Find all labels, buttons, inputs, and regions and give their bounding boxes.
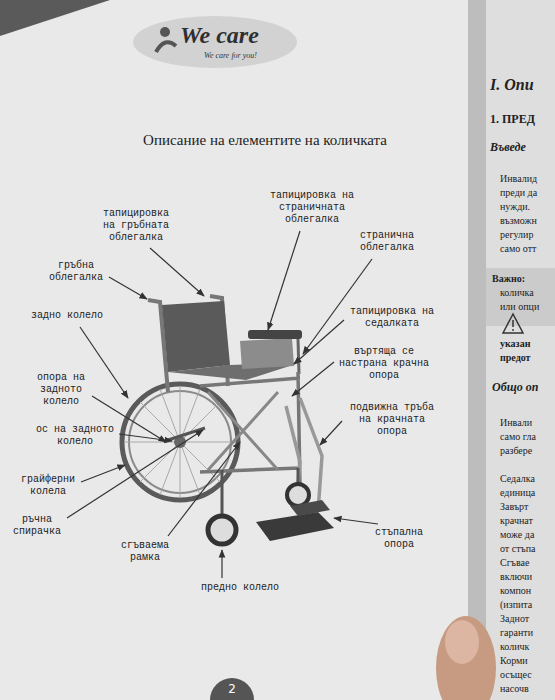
brand-slogan: We care for you! bbox=[204, 51, 257, 61]
leader-line bbox=[109, 277, 147, 299]
right-page bbox=[486, 0, 555, 700]
part-label: тапицировка на седалката bbox=[348, 306, 436, 330]
leader-line bbox=[294, 320, 344, 364]
footrest-tubes bbox=[286, 398, 322, 512]
armrest-post bbox=[298, 339, 299, 374]
leader-line bbox=[320, 421, 342, 445]
brand-logo-text: We care bbox=[180, 22, 259, 48]
note-band bbox=[486, 268, 555, 326]
facing-page-text: крачнат bbox=[500, 514, 533, 527]
part-label: сгъваема рамка bbox=[118, 540, 172, 564]
part-label: тапицировка на гръбната облегалка bbox=[100, 208, 172, 244]
warning-symbol bbox=[503, 314, 523, 333]
leader-line bbox=[80, 327, 128, 398]
book-spine bbox=[468, 0, 486, 700]
side-panel bbox=[240, 338, 294, 369]
facing-page-text: или опци bbox=[500, 300, 539, 313]
front-caster bbox=[287, 484, 309, 506]
facing-page-text: Корми bbox=[500, 654, 528, 667]
front-caster bbox=[208, 516, 236, 544]
frame bbox=[200, 372, 300, 486]
facing-page-text: преди да bbox=[500, 186, 537, 199]
leader-line bbox=[292, 362, 334, 396]
leader-lines bbox=[67, 231, 378, 578]
facing-page-text: Общо оп bbox=[492, 380, 538, 394]
warning-mark bbox=[512, 320, 514, 327]
logo-person-body bbox=[156, 42, 176, 52]
facing-page-text: 1. ПРЕД bbox=[490, 112, 535, 126]
facing-page-text: Инвалид bbox=[500, 172, 537, 185]
facing-page-text: само гла bbox=[500, 430, 536, 443]
part-label: гръбна облегалка bbox=[46, 260, 106, 284]
facing-page-text: Седалка bbox=[500, 472, 535, 485]
leader-line bbox=[119, 434, 172, 441]
facing-page-text: Заднот bbox=[500, 612, 529, 625]
footplate bbox=[256, 512, 334, 541]
part-label: подвижна тръба на крачната опора bbox=[346, 402, 438, 438]
facing-page-text: възможн bbox=[500, 214, 537, 227]
facing-page-text: единица bbox=[500, 486, 535, 499]
facing-page-text: Сгъвае bbox=[500, 556, 529, 569]
facing-page-text: включи bbox=[500, 570, 532, 583]
thumbnail bbox=[445, 620, 479, 664]
wheelchair bbox=[122, 296, 334, 544]
facing-page-text: от стъпа bbox=[500, 542, 536, 555]
facing-page-text: компон bbox=[500, 584, 531, 597]
part-label: предно колело bbox=[198, 582, 282, 594]
facing-page-text: гаранти bbox=[500, 626, 533, 639]
part-label: тапицировка на страничната облегалка bbox=[268, 190, 356, 226]
brake-lever bbox=[168, 428, 205, 440]
diagram-title: Описание на елементите на количката bbox=[70, 131, 460, 149]
facing-page-text: (изпита bbox=[500, 598, 532, 611]
folding-cross-brace bbox=[208, 392, 278, 470]
backrest-upholstery bbox=[162, 301, 230, 372]
logo-oval bbox=[133, 16, 297, 68]
leader-line bbox=[334, 518, 378, 524]
part-label: ръчна спирачка bbox=[10, 514, 64, 538]
facing-page-text: насочв bbox=[500, 682, 529, 695]
facing-page-text: указан bbox=[500, 337, 530, 350]
thumb bbox=[436, 616, 496, 700]
armrest-pad bbox=[248, 330, 302, 339]
part-label: грайферни колела bbox=[18, 474, 78, 498]
page-number: 2 bbox=[222, 682, 242, 696]
facing-page-text: I. Опи bbox=[490, 76, 534, 94]
leader-line bbox=[81, 465, 125, 482]
facing-page-text: регулир bbox=[500, 228, 533, 241]
part-label: стъпална опора bbox=[372, 527, 426, 551]
leader-line bbox=[221, 550, 222, 578]
facing-page-text: може да bbox=[500, 528, 534, 541]
facing-page-text: предот bbox=[500, 351, 530, 364]
warning-dot bbox=[512, 329, 514, 331]
part-label: ос на задното колело bbox=[34, 424, 116, 448]
footplate bbox=[290, 500, 330, 516]
leader-line bbox=[150, 248, 204, 296]
background-corner bbox=[0, 0, 110, 36]
facing-page-text: Завърт bbox=[500, 500, 528, 513]
facing-page-text: количк bbox=[500, 640, 529, 653]
facing-page-text: разбере bbox=[500, 444, 532, 457]
facing-page-text: само отт bbox=[500, 242, 536, 255]
page-number-badge bbox=[210, 678, 254, 700]
facing-page-text: Важно: bbox=[492, 272, 525, 285]
leader-line bbox=[268, 231, 300, 330]
facing-page-text: Инвали bbox=[500, 416, 532, 429]
facing-page-text: Въведе bbox=[490, 140, 526, 154]
part-label: опора на задното колело bbox=[34, 372, 88, 408]
part-label: странична облегалка bbox=[356, 230, 418, 254]
leader-line bbox=[168, 442, 240, 536]
logo-person-head bbox=[160, 27, 170, 37]
facing-page-text: осъщес bbox=[500, 668, 532, 681]
facing-page-text: количка bbox=[500, 286, 534, 299]
part-label: задно колело bbox=[28, 310, 106, 322]
part-label: въртяща се настрана крачна опора bbox=[338, 346, 430, 382]
facing-page-text: нужди. bbox=[500, 200, 530, 213]
